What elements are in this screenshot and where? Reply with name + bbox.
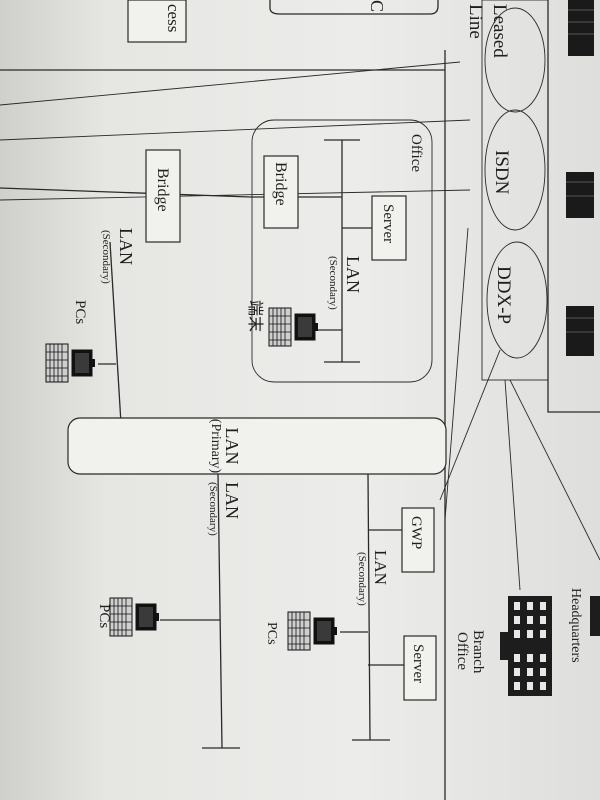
primary-lan-sub-label: (Primary): [208, 419, 223, 474]
isdn-line: [0, 189, 471, 201]
headquarters-label: Headquarters: [568, 588, 583, 663]
office-server-label: Server: [380, 204, 396, 243]
left-bridge-label: Bridge: [154, 168, 171, 212]
branch-lan-label: LAN: [371, 550, 390, 585]
leased-oval: [484, 7, 546, 113]
bottom-lan-secondary-label: (Secondary): [207, 482, 219, 536]
branch-pc-icon: [287, 611, 338, 651]
bottom-pc-icon: [109, 597, 160, 637]
branch-label-1: Branch: [470, 630, 486, 674]
branch-lan-bus: [367, 473, 371, 741]
ddxp-to-branch-line: [504, 379, 521, 591]
isdn-to-primary-line: [444, 227, 469, 521]
gwp-box: [401, 507, 435, 573]
primary-lan-label: LAN: [222, 428, 242, 465]
left-pcs-label: PCs: [72, 300, 88, 324]
terminal-label: 端末: [246, 300, 264, 332]
line-label: Line: [465, 4, 486, 39]
bottom-pcs-label: PCs: [96, 604, 112, 628]
branch-server-label: Server: [410, 644, 426, 683]
isdn-label: ISDN: [491, 150, 512, 195]
ddxp-to-hq-line: [509, 379, 600, 561]
access-box: [127, 0, 187, 43]
left-lan-secondary-label: (Secondary): [100, 230, 112, 284]
ddxp-oval: [486, 241, 548, 359]
office-label: Office: [408, 134, 424, 172]
hq-outline: [547, 0, 600, 413]
branch-label-2: Office: [454, 632, 470, 670]
ddxp-to-gwp-line: [439, 349, 501, 501]
branch-pcs-label: PCs: [264, 622, 279, 645]
top-office-outline: [269, 0, 439, 15]
leased-line: [0, 61, 461, 106]
left-pc-icon: [45, 343, 96, 383]
ddxp-label: DDX-P: [493, 266, 514, 324]
hq-building-fragment: [590, 596, 600, 636]
c-label: C: [367, 0, 387, 12]
left-lan-bus: [109, 241, 123, 441]
branch-server-box: [403, 635, 437, 701]
building-icon: [500, 596, 552, 696]
office-bridge-box: [263, 155, 299, 229]
wan-line: [0, 119, 471, 141]
rack-server-icon: [566, 0, 594, 356]
office-region: [251, 119, 433, 383]
branch-lan-secondary-label: (Secondary): [356, 552, 368, 606]
access-label: cess: [164, 4, 183, 32]
office-bridge-label: Bridge: [272, 162, 289, 206]
left-backbone-link: [0, 187, 251, 198]
left-lan-label: LAN: [116, 228, 136, 265]
office-server-box: [371, 195, 407, 261]
office-lan-label: LAN: [343, 256, 363, 293]
bottom-lan-bus: [217, 473, 223, 749]
left-bridge-box: [145, 149, 181, 243]
office-lan-secondary-label: (Secondary): [327, 256, 339, 310]
isdn-oval: [484, 109, 546, 231]
bottom-lan-label: LAN: [222, 482, 242, 519]
office-pc-icon: [268, 307, 319, 347]
leased-label: Leased: [489, 4, 510, 58]
primary-lan-pill: [67, 417, 447, 475]
gwp-label: GWP: [408, 516, 424, 549]
